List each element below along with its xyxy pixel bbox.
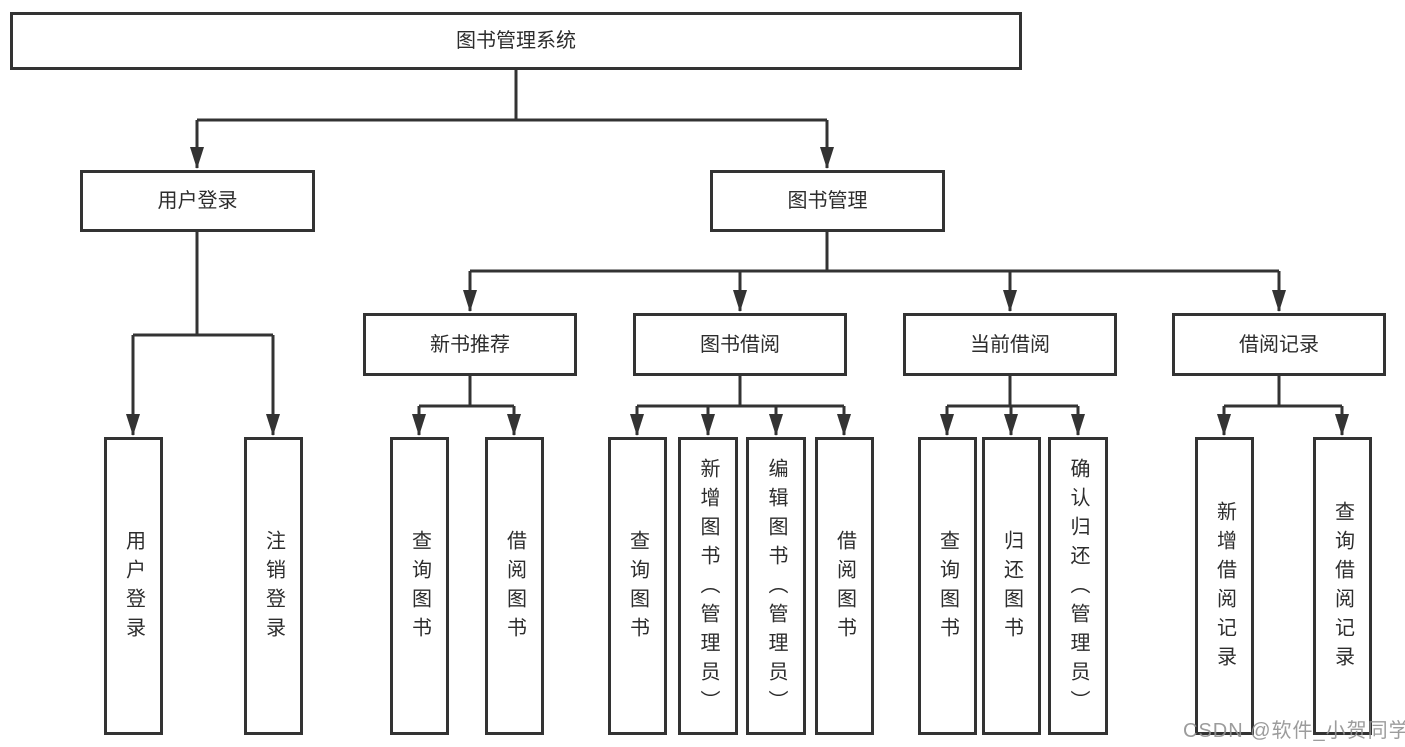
leaf-user-login: 用户登录 [104, 437, 163, 735]
leaf-query-books-current: 查询图书 [918, 437, 977, 735]
leaf-query-books-borrowing: 查询图书 [608, 437, 667, 735]
node-book-borrowing: 图书借阅 [633, 313, 847, 376]
leaf-query-borrow-record: 查询借阅记录 [1313, 437, 1372, 735]
leaf-query-books-recommend: 查询图书 [390, 437, 449, 735]
leaf-add-book-admin: 新增图书（管理员） [678, 437, 738, 735]
node-current-borrowing: 当前借阅 [903, 313, 1117, 376]
node-user-login-branch: 用户登录 [80, 170, 315, 232]
node-book-management-branch: 图书管理 [710, 170, 945, 232]
leaf-borrow-books-recommend: 借阅图书 [485, 437, 544, 735]
leaf-borrow-books-borrowing: 借阅图书 [815, 437, 874, 735]
node-root-system: 图书管理系统 [10, 12, 1022, 70]
node-borrowing-records: 借阅记录 [1172, 313, 1386, 376]
leaf-logout: 注销登录 [244, 437, 303, 735]
leaf-add-borrow-record: 新增借阅记录 [1195, 437, 1254, 735]
node-new-book-recommend: 新书推荐 [363, 313, 577, 376]
leaf-confirm-return-admin: 确认归还（管理员） [1048, 437, 1108, 735]
csdn-watermark: CSDN @软件_小贺同学 [1183, 720, 1405, 742]
leaf-edit-book-admin: 编辑图书（管理员） [746, 437, 806, 735]
leaf-return-book: 归还图书 [982, 437, 1041, 735]
